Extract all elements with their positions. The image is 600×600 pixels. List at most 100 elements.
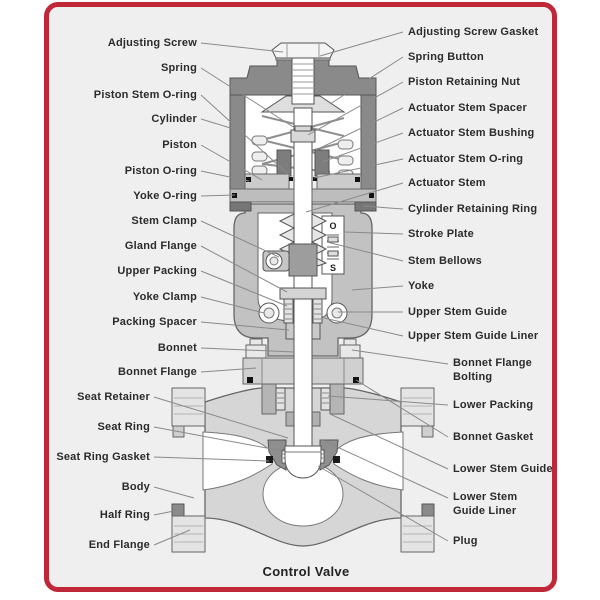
label-seat-retainer: Seat Retainer [77, 391, 150, 403]
end-flange-right [400, 387, 435, 553]
label-bonnet: Bonnet [157, 342, 197, 354]
leader-end-flange [153, 529, 191, 546]
leader-plug [317, 465, 449, 542]
leader-cylinder [200, 118, 238, 131]
label-cylinder-retaining-ring: Cylinder Retaining Ring [408, 203, 538, 215]
end-flange-left [171, 387, 206, 553]
leader-gland-flange [200, 245, 288, 293]
label-stroke-plate: Stroke Plate [408, 228, 474, 240]
label-seat-ring-gasket: Seat Ring Gasket [56, 451, 150, 463]
leader-yoke-clamp [200, 296, 265, 314]
leader-lower-stem-guide [329, 413, 449, 470]
label-upper-stem-guide: Upper Stem Guide [408, 306, 508, 318]
leader-actuator-stem [305, 182, 404, 213]
leader-packing-spacer [200, 321, 290, 331]
leader-piston-retaining-nut [307, 81, 404, 136]
piston-retaining-nut [290, 129, 316, 143]
leader-lower-stem-guide-liner [321, 439, 449, 499]
label-actuator-stem: Actuator Stem [408, 177, 486, 189]
leader-adjusting-screw [200, 42, 284, 53]
leader-upper-packing [200, 270, 288, 307]
label-yoke-o-ring: Yoke O-ring [133, 190, 197, 202]
leader-bonnet [200, 347, 295, 353]
label-lower-packing: Lower Packing [453, 399, 534, 411]
label-piston-stem-o-ring: Piston Stem O-ring [93, 89, 197, 101]
actuator-stem [293, 107, 313, 449]
label-body: Body [121, 481, 150, 493]
cylinder-base-left [229, 188, 295, 203]
leader-actuator-stem-o-ring [313, 158, 404, 179]
diagram-caption: Control Valve [262, 564, 350, 579]
label-seat-ring: Seat Ring [97, 421, 150, 433]
label-gland-flange: Gland Flange [124, 240, 197, 252]
label-piston: Piston [162, 139, 197, 151]
lower-packing-right [320, 387, 331, 411]
gland-flange [279, 287, 327, 300]
leader-stem-clamp [200, 220, 280, 258]
label-stem-bellows: Stem Bellows [408, 255, 482, 267]
adjusting-screw-head [271, 42, 335, 59]
lower-packing-left [275, 387, 286, 411]
leader-half-ring [153, 509, 180, 516]
label-yoke: Yoke [408, 280, 435, 292]
label-bonnet-gasket: Bonnet Gasket [453, 431, 534, 443]
label-upper-stem-guide-liner: Upper Stem Guide Liner [408, 330, 539, 342]
seat-ring-gasket-right [333, 456, 340, 463]
half-ring-right [421, 503, 435, 517]
leader-body [153, 486, 195, 499]
stem-fittings [262, 213, 328, 340]
piston-o-ring-left [246, 177, 251, 182]
piston-stem-o-ring-left [289, 177, 293, 181]
left-flow-passage [202, 431, 273, 491]
leader-seat-ring-gasket [153, 456, 270, 462]
cylinder-retaining-ring-left [229, 201, 252, 212]
lower-stem-guide-left [285, 411, 295, 427]
piston-stem-o-ring-right [313, 177, 317, 181]
piston-left [244, 173, 290, 190]
actuator-stem-bushing-right [314, 149, 330, 177]
spring-coil-sections [251, 135, 354, 180]
stroke-plate: O S [321, 215, 345, 275]
packing-spacer-right [311, 322, 321, 340]
yoke-o-ring-right [369, 193, 374, 198]
label-yoke-clamp: Yoke Clamp [132, 291, 197, 303]
stem-clamp [288, 243, 318, 277]
leader-actuator-stem-bushing [321, 132, 404, 163]
label-actuator-stem-spacer: Actuator Stem Spacer [408, 102, 527, 114]
label-actuator-stem-o-ring: Actuator Stem O-ring [408, 153, 524, 165]
leader-stroke-plate [344, 231, 404, 235]
label-stem-clamp: Stem Clamp [131, 215, 197, 227]
leader-seat-ring [153, 426, 289, 453]
label-bonnet-flange: Bonnet Flange [118, 366, 197, 378]
actuator-stem-bushing-left [276, 149, 292, 177]
label-end-flange: End Flange [88, 539, 150, 551]
label-spring: Spring [160, 62, 197, 74]
leader-piston-stem-o-ring [200, 94, 291, 177]
leader-yoke [351, 285, 404, 291]
leader-lower-packing [327, 395, 449, 406]
bonnet-neck [261, 383, 345, 427]
label-adjusting-screw-gasket: Adjusting Screw Gasket [408, 26, 539, 38]
leader-spring [200, 67, 296, 129]
packing-spacer-left [285, 322, 295, 340]
label-half-ring: Half Ring [99, 509, 150, 521]
label-spring-button: Spring Button [408, 51, 484, 63]
label-lower-stem-guide-liner: Lower Stem Guide Liner [453, 491, 518, 517]
label-plug: Plug [453, 535, 478, 547]
leader-piston [200, 144, 263, 181]
label-cylinder: Cylinder [151, 113, 197, 125]
plug [284, 445, 322, 479]
leader-piston-o-ring [200, 170, 250, 182]
svg-text:S: S [330, 263, 336, 273]
piston-o-ring-right [355, 177, 360, 182]
lower-stem-guide-right [311, 411, 321, 427]
label-lower-stem-guide: Lower Stem Guide [453, 463, 553, 475]
cylinder-base-right [311, 188, 377, 203]
leader-lines [153, 31, 449, 546]
label-adjusting-screw: Adjusting Screw [107, 37, 197, 49]
seat-ring-gasket-left [266, 456, 273, 463]
leader-stem-bellows [326, 241, 404, 262]
label-packing-spacer: Packing Spacer [112, 316, 197, 328]
